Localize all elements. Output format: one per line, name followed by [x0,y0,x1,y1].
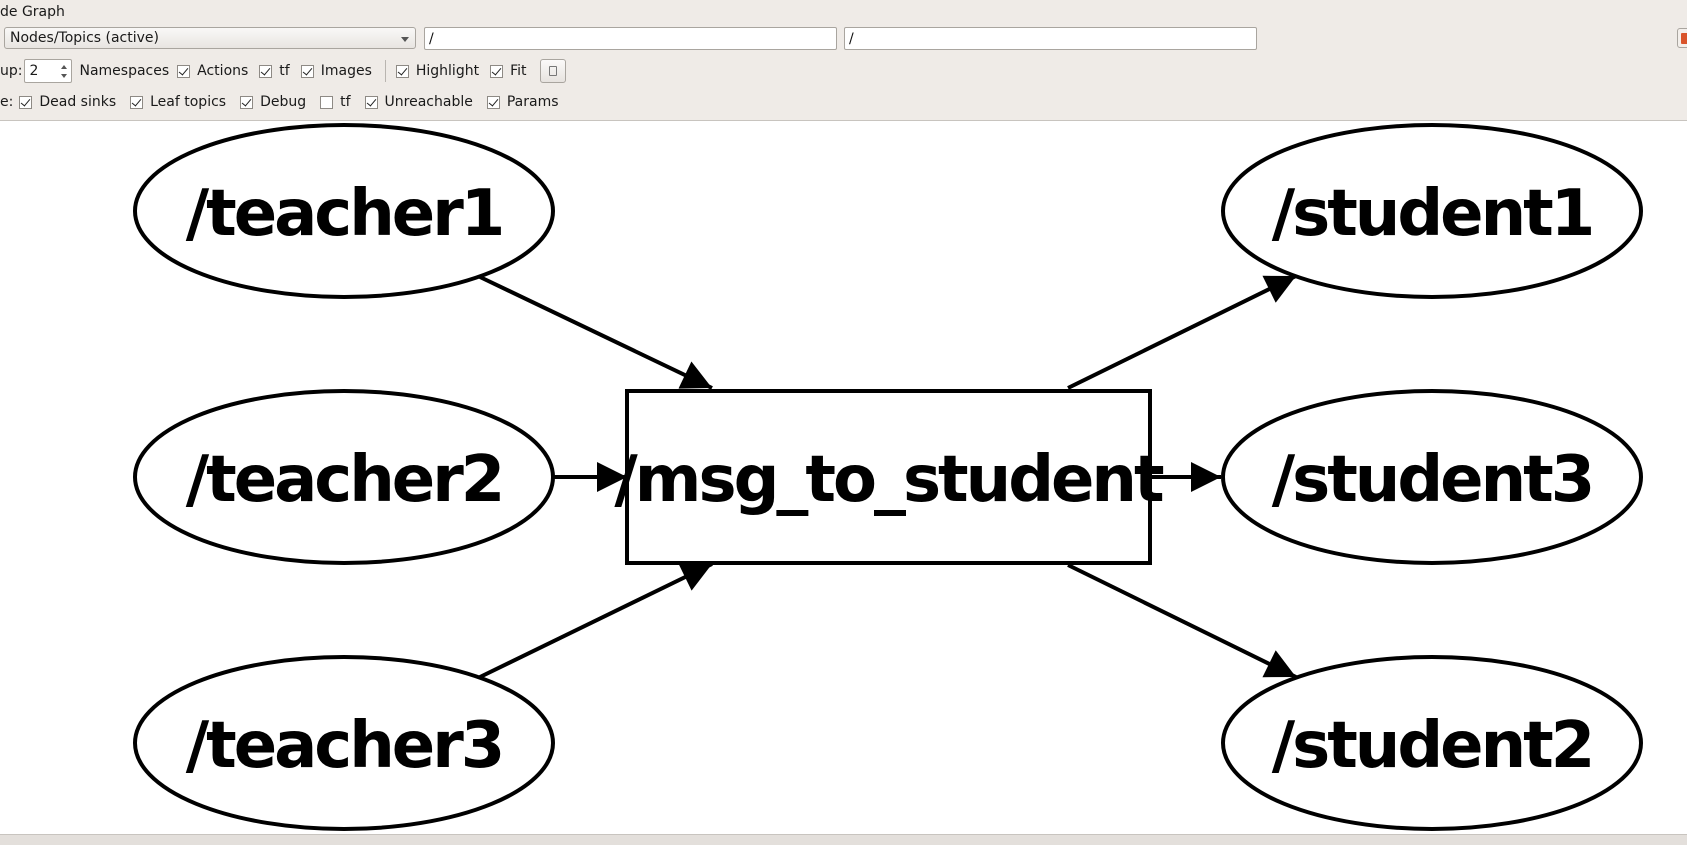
node-student2-label: /student2 [1272,709,1593,783]
highlight-label: Highlight [415,63,480,79]
topic-label: /msg_to_student [614,443,1164,517]
topic-filter-input[interactable] [844,27,1257,50]
params-checkbox[interactable] [486,95,500,109]
node-teacher1-label: /teacher1 [186,177,503,251]
window-title: de Graph [0,4,65,20]
node-teacher3-label: /teacher3 [186,709,503,783]
graph-type-value: Nodes/Topics (active) [10,30,159,46]
status-bar [0,834,1687,845]
spin-down-icon[interactable] [61,74,68,78]
edge-teacher1-topic [479,275,713,390]
namespaces-label: Namespaces [79,63,170,79]
leaf-topics-checkbox[interactable] [130,95,144,109]
image-icon [1681,33,1687,44]
edge-topic-student2 [1067,563,1297,679]
images-label: Images [320,63,372,79]
leaf-topics-label: Leaf topics [150,94,227,110]
graph-canvas[interactable]: /teacher1 /teacher2 /teacher3 /msg_to_st… [0,120,1687,835]
fit-view-icon [548,66,557,76]
fit-view-button[interactable] [539,59,566,83]
tf-label: tf [279,63,290,79]
node-student3[interactable]: /student3 [1221,389,1643,565]
dead-sinks-checkbox[interactable] [19,95,33,109]
node-teacher3[interactable]: /teacher3 [133,655,555,831]
group-spinbox[interactable]: 2 [24,59,73,83]
namespace-filter-input[interactable] [424,27,837,50]
images-checkbox[interactable] [300,64,314,78]
graph-type-select[interactable]: Nodes/Topics (active) [4,27,416,49]
node-student1-label: /student1 [1272,177,1593,251]
group-value: 2 [29,63,39,79]
dead-sinks-label: Dead sinks [39,94,117,110]
spin-up-icon[interactable] [61,65,68,69]
node-student1[interactable]: /student1 [1221,123,1643,299]
graph-svg: /teacher1 /teacher2 /teacher3 /msg_to_st… [133,123,1643,831]
node-student3-label: /student3 [1272,443,1593,517]
toolbar-separator [384,60,386,82]
fit-label: Fit [510,63,527,79]
node-student2[interactable]: /student2 [1221,655,1643,831]
tf-checkbox[interactable] [259,64,273,78]
actions-checkbox[interactable] [177,64,191,78]
hide-label: e: [0,94,14,110]
highlight-checkbox[interactable] [395,64,409,78]
edge-teacher3-topic [479,562,713,679]
hide-tf-checkbox[interactable] [320,95,334,109]
unreachable-label: Unreachable [384,94,473,110]
node-teacher2[interactable]: /teacher2 [133,389,555,565]
fit-checkbox[interactable] [490,64,504,78]
unreachable-checkbox[interactable] [364,95,378,109]
hide-row: e: Dead sinks Leaf topics Debug tf Unrea… [0,89,570,115]
edge-topic-student1 [1067,274,1297,390]
params-label: Params [506,94,559,110]
debug-label: Debug [260,94,307,110]
actions-label: Actions [197,63,249,79]
hide-tf-label: tf [340,94,351,110]
group-label: up: [0,63,23,79]
options-row: up: 2 Namespaces Actions tf Images Highl… [0,58,566,84]
node-teacher2-label: /teacher2 [186,443,503,517]
topic-msg-to-student[interactable]: /msg_to_student [614,389,1167,565]
debug-checkbox[interactable] [240,95,254,109]
chevron-down-icon [401,37,409,42]
save-image-button[interactable] [1677,28,1687,48]
node-teacher1[interactable]: /teacher1 [133,123,555,299]
